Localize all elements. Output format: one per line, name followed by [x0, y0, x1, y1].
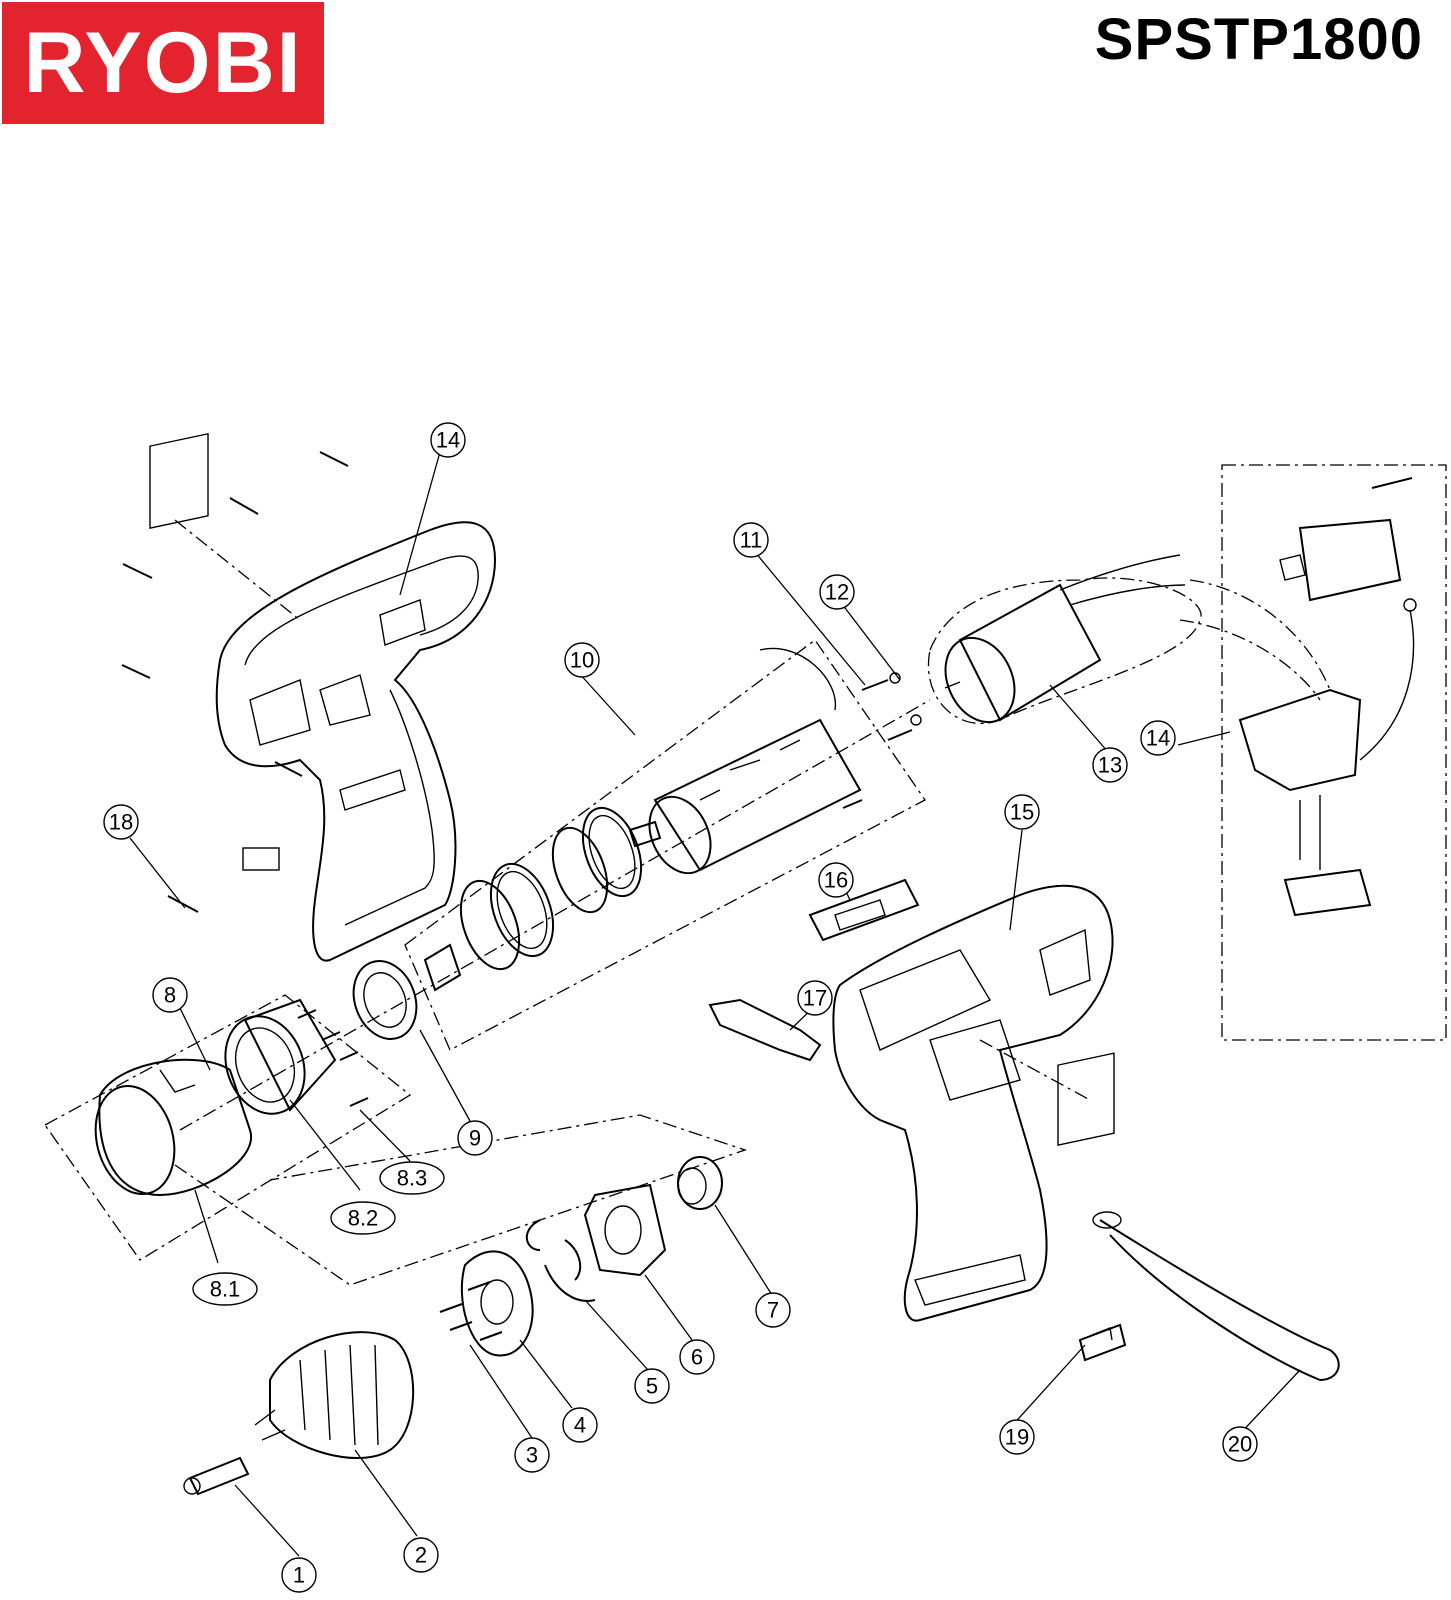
retaining-clip-5 [525, 1219, 596, 1302]
svg-text:1: 1 [293, 1563, 305, 1588]
clip-18 [242, 847, 280, 871]
gearbox-group-outline [404, 639, 926, 1051]
svg-text:14: 14 [436, 428, 460, 453]
plate-4 [460, 1250, 534, 1357]
chuck-2 [254, 1331, 415, 1459]
pad-17 [708, 998, 822, 1062]
callout-8: 8 [152, 977, 188, 1013]
housing-right-half [832, 884, 1114, 1322]
callout-20: 20 [1222, 1426, 1258, 1462]
svg-text:20: 20 [1228, 1432, 1252, 1457]
screws-left [121, 451, 349, 913]
callout-9: 9 [457, 1120, 493, 1156]
callout-10: 10 [564, 642, 600, 678]
screws-12 [842, 672, 922, 809]
svg-text:2: 2 [415, 1543, 427, 1568]
leader-lines [129, 451, 1301, 1557]
label-line-right [979, 1039, 1091, 1101]
svg-text:12: 12 [825, 580, 849, 605]
motor-outline [927, 577, 1202, 725]
callout-13: 13 [1092, 747, 1128, 783]
callout-1: 1 [281, 1557, 317, 1593]
svg-text:19: 19 [1005, 1425, 1029, 1450]
battery-terminal-block [1279, 477, 1413, 602]
svg-text:14: 14 [1146, 726, 1170, 751]
callout-3: 3 [514, 1437, 550, 1473]
svg-text:10: 10 [570, 648, 594, 673]
housing-left-half [215, 521, 497, 962]
label-plate-left [149, 432, 209, 529]
callout-17: 17 [797, 980, 833, 1016]
clutch-housing-8-2 [224, 998, 337, 1115]
callout-18: 18 [103, 804, 139, 840]
callout-8-1: 8.1 [192, 1272, 258, 1306]
gearbox-assembly-10 [628, 647, 862, 875]
callout-14: 14 [1140, 720, 1176, 756]
callout-15-top: 14 [430, 422, 466, 458]
model-number: SPSTP1800 [1094, 7, 1423, 72]
svg-text:8.2: 8.2 [348, 1206, 379, 1231]
svg-text:15: 15 [1010, 800, 1034, 825]
motor-13 [944, 554, 1186, 724]
motor-switch-group-outline [1221, 464, 1447, 1041]
callout-19: 19 [999, 1419, 1035, 1455]
callout-16: 16 [818, 862, 854, 898]
logo-text: RYOBI [23, 14, 303, 111]
callout-7: 7 [755, 1292, 791, 1328]
clutch-cup-8-1 [94, 1058, 253, 1197]
screws-8-3 [297, 1009, 369, 1107]
label-plate-right [1057, 1052, 1115, 1146]
svg-text:8.1: 8.1 [210, 1277, 241, 1302]
ryobi-logo: RYOBI [2, 2, 324, 124]
svg-text:7: 7 [767, 1298, 779, 1323]
wrist-strap-20 [1092, 1211, 1340, 1382]
callout-8-3: 8.3 [379, 1161, 445, 1195]
cover-plate-16 [808, 878, 920, 942]
callout-6: 6 [679, 1339, 715, 1375]
callout-11: 11 [733, 522, 769, 558]
svg-text:4: 4 [574, 1413, 586, 1438]
callout-12: 12 [819, 574, 855, 610]
callout-5: 5 [634, 1368, 670, 1404]
clutch-group-outline [44, 994, 412, 1261]
motor-wire-path-2 [1179, 619, 1321, 701]
center-axis-line [179, 699, 931, 1131]
callout-15-bottom: 15 [1004, 794, 1040, 830]
callout-2: 2 [403, 1537, 439, 1573]
plate-6 [583, 1183, 667, 1277]
svg-text:17: 17 [803, 986, 827, 1011]
callout-4: 4 [562, 1407, 598, 1443]
switch-14 [1238, 598, 1417, 917]
bushing-7 [677, 1156, 723, 1210]
svg-text:6: 6 [691, 1345, 703, 1370]
svg-text:11: 11 [740, 528, 763, 553]
svg-text:8.3: 8.3 [397, 1166, 428, 1191]
svg-text:18: 18 [109, 810, 133, 835]
svg-text:8: 8 [164, 983, 176, 1008]
motor-wire-path [1189, 579, 1331, 691]
chuck-plate-group-outline [174, 1114, 748, 1286]
svg-text:3: 3 [526, 1443, 538, 1468]
svg-text:13: 13 [1098, 753, 1122, 778]
svg-text:5: 5 [646, 1374, 658, 1399]
ring-gears [423, 806, 643, 992]
chuck-screw-1 [183, 1456, 250, 1496]
clutch-ring-9 [352, 960, 418, 1040]
callout-8-2: 8.2 [330, 1201, 396, 1235]
svg-text:16: 16 [824, 868, 848, 893]
label-line-left [174, 519, 301, 621]
svg-text:9: 9 [469, 1126, 481, 1151]
belt-clip-19 [1078, 1323, 1127, 1362]
